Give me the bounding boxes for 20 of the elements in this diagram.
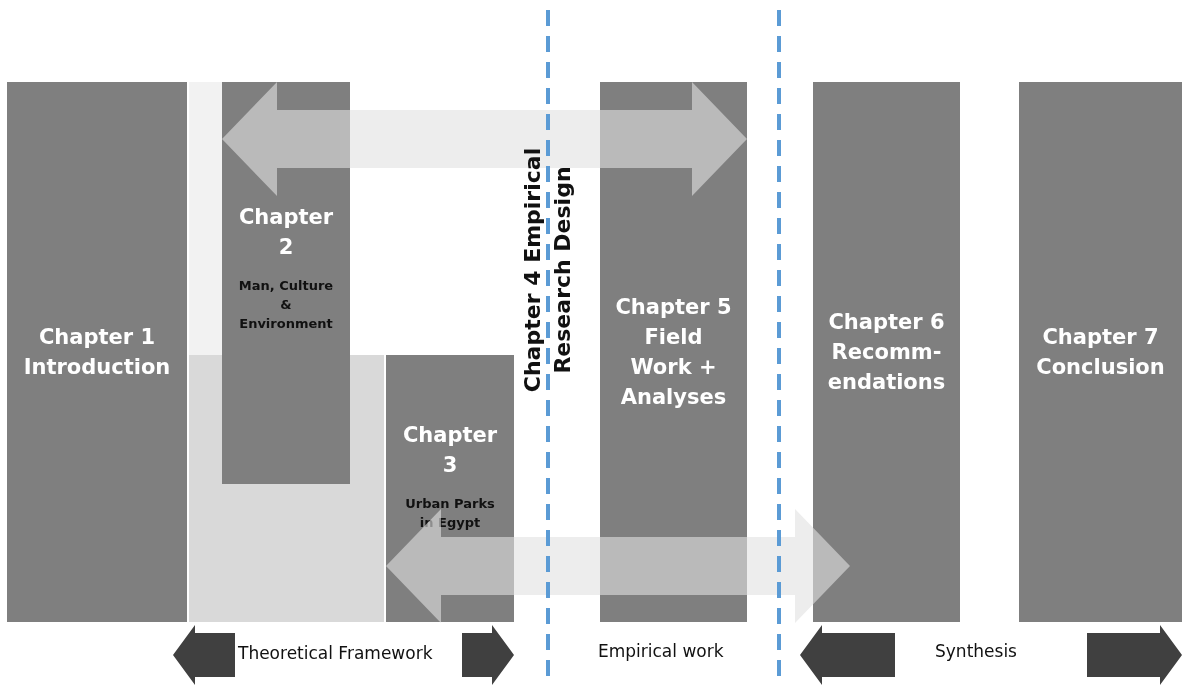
chapter-title: Chapter 7 Conclusion	[1035, 324, 1166, 381]
chapter-box	[1019, 82, 1182, 622]
chapter-box	[222, 82, 350, 484]
chapter-box	[386, 355, 514, 622]
chapter-box	[7, 82, 187, 622]
chapter-title: Chapter 6 Recomm-endations	[827, 309, 946, 396]
double-arrow	[222, 82, 747, 196]
chapter-title: Chapter 2	[237, 204, 335, 261]
chapter-subtitle: Urban Parks in Egypt	[404, 495, 496, 532]
chapter-box	[813, 82, 960, 622]
section-label: Theoretical Framework	[238, 643, 433, 663]
rotated-heading: Chapter 4 Empirical Research Design	[519, 146, 576, 395]
chapter-title: Chapter 5 Field Work + Analyses	[614, 294, 733, 411]
section-label: Empirical work	[598, 641, 724, 661]
chapter-title: Chapter 1 Introduction	[22, 324, 172, 381]
chapter-title: Chapter 3	[401, 422, 499, 479]
chapter-subtitle: Man, Culture & Environment	[237, 277, 335, 333]
double-arrow	[386, 509, 850, 623]
section-label: Synthesis	[935, 641, 1017, 661]
chapter-box	[600, 82, 747, 622]
